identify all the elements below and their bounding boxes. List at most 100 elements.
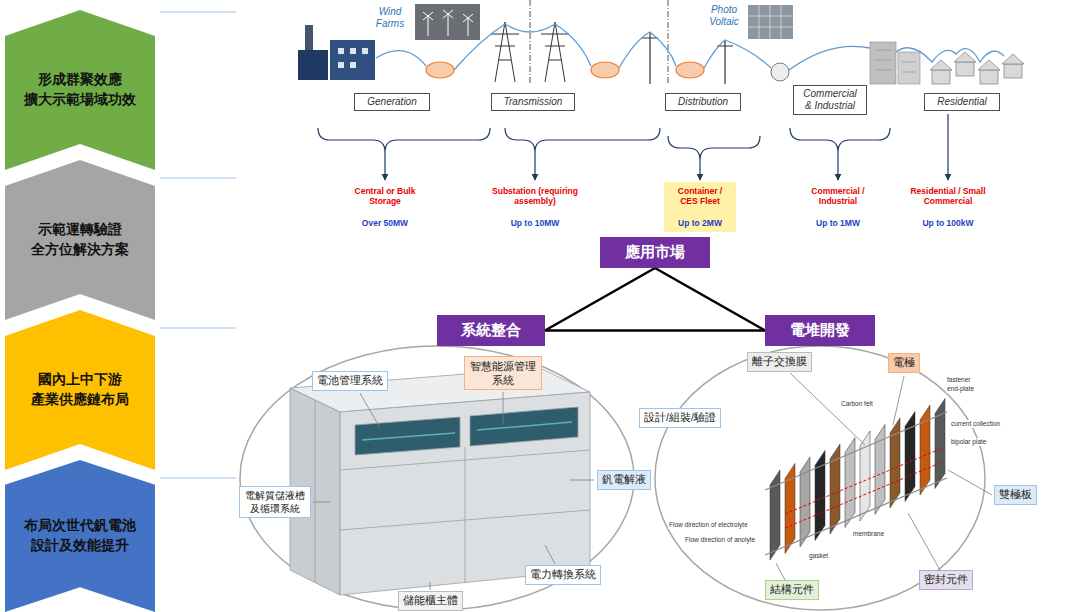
distribution-pole	[642, 32, 733, 84]
storage-cabinet	[362, 422, 572, 440]
market-segment: Commercial / Industrial	[805, 186, 871, 206]
part-callout: 電池管理系統	[312, 371, 388, 391]
part-leader	[430, 582, 431, 590]
power-plant	[338, 48, 344, 54]
connector-group	[545, 268, 765, 331]
part-callout: 結構元件	[765, 580, 819, 600]
distribution-pole	[717, 40, 733, 84]
stage-rule	[160, 177, 236, 178]
part-callout: 智慧能源管理系統	[464, 356, 542, 391]
power-wire	[376, 51, 426, 66]
theme-box: 應用市場	[600, 237, 710, 268]
node-text: 示範運轉驗證 全方位解決方案	[14, 220, 146, 261]
part-leader	[908, 513, 940, 570]
node-text: 電池管理系統	[317, 374, 383, 388]
power-plant	[362, 48, 368, 54]
part-leader	[313, 502, 330, 503]
stack-exploded-view	[765, 399, 947, 561]
part-callout: 儲能櫃主體	[398, 591, 463, 611]
part-leader	[948, 470, 992, 495]
flow-note: Flow direction of anolyte	[684, 536, 756, 544]
flow-note: Flow direction of electrolyte	[668, 521, 749, 529]
stage-rule	[160, 11, 236, 12]
part-callout: 密封元件	[919, 570, 973, 590]
scope-ellipse	[240, 346, 634, 610]
storage-cabinet	[315, 400, 590, 583]
house	[930, 60, 952, 70]
stack-exploded-view	[935, 399, 945, 489]
stack-part-label: current collection	[950, 420, 1001, 428]
scope-ellipse	[240, 346, 985, 610]
transmission-tower	[491, 22, 569, 82]
stack-exploded-view	[800, 457, 810, 547]
part-callout: 設計/組裝/驗證	[639, 408, 721, 428]
market-segment: Residential / Small Commercial	[902, 186, 994, 206]
segment-bracket	[947, 114, 948, 180]
segment-bracket	[505, 128, 660, 152]
segment-bracket	[318, 128, 490, 152]
node-text: 結構元件	[770, 583, 814, 597]
power-plant	[298, 25, 375, 80]
power-plant	[338, 62, 344, 68]
photo-caption: Photo Voltaic	[704, 4, 744, 28]
market-segment: Central or Bulk Storage	[353, 186, 417, 206]
house	[978, 60, 1000, 70]
stack-exploded-view	[875, 425, 885, 515]
node-text: Residential	[937, 96, 986, 108]
photo-caption: Wind Farms	[372, 6, 408, 30]
stack-exploded-view	[830, 444, 840, 534]
stack-part-label: gasket	[808, 552, 829, 560]
transformer	[591, 62, 619, 78]
stack-exploded-view	[890, 418, 900, 508]
part-callout: 釩電解液	[597, 470, 651, 490]
chevron-shape	[5, 160, 155, 320]
part-leader	[545, 545, 555, 564]
wind-farm-photo	[423, 10, 473, 36]
storage-cabinet	[290, 368, 590, 595]
grid-segment-box: Transmission	[491, 93, 576, 111]
node-text: 形成群聚效應 擴大示範場域功效	[14, 70, 146, 111]
house	[932, 70, 950, 84]
market-segment: Container / CES Fleet	[670, 186, 730, 206]
meter	[771, 63, 789, 81]
chevron-shape	[5, 10, 155, 170]
transformer	[676, 62, 704, 78]
house	[1002, 54, 1024, 64]
power-wire	[619, 32, 676, 68]
part-leader	[776, 563, 785, 580]
stack-exploded-view	[815, 451, 825, 541]
stack-part-label: Carbon felt	[840, 400, 874, 408]
part-callout: 電解質儲液槽及循環系統	[239, 486, 311, 518]
power-wire	[454, 24, 591, 70]
stage-rule	[160, 12, 236, 478]
triangle-connector	[545, 268, 655, 331]
stack-exploded-view	[920, 405, 930, 495]
market-segment: Substation (requiring assembly)	[485, 186, 585, 206]
capacity-value: Up to 100kW	[922, 218, 973, 228]
capacity-value: Up to 2MW	[678, 218, 722, 228]
house	[954, 52, 976, 62]
stack-exploded-view	[785, 449, 940, 528]
building	[870, 42, 896, 84]
part-leader	[790, 373, 865, 445]
grid-segment-box: Commercial & Industrial	[793, 85, 867, 115]
capacity-value: Over 50MW	[362, 218, 408, 228]
chevron-shape	[5, 460, 155, 612]
photovoltaic-photo	[748, 5, 793, 39]
node-text: 釩電解液	[602, 473, 646, 487]
chevron-shape	[5, 310, 155, 470]
stack-part-label: bipolar plate	[950, 438, 987, 446]
segment-divider	[668, 0, 669, 84]
node-text: 應用市場	[625, 243, 685, 262]
segment-divider	[530, 0, 668, 84]
highlight-patch	[664, 182, 736, 232]
power-plant	[330, 40, 375, 80]
chevron-shape	[5, 10, 155, 170]
segment-bracket	[534, 152, 535, 180]
stage-rule	[160, 327, 236, 328]
node-text: Generation	[367, 96, 416, 108]
power-plant	[298, 50, 328, 80]
triangle-connector	[545, 329, 765, 332]
capacity-value: Up to 10MW	[511, 218, 560, 228]
